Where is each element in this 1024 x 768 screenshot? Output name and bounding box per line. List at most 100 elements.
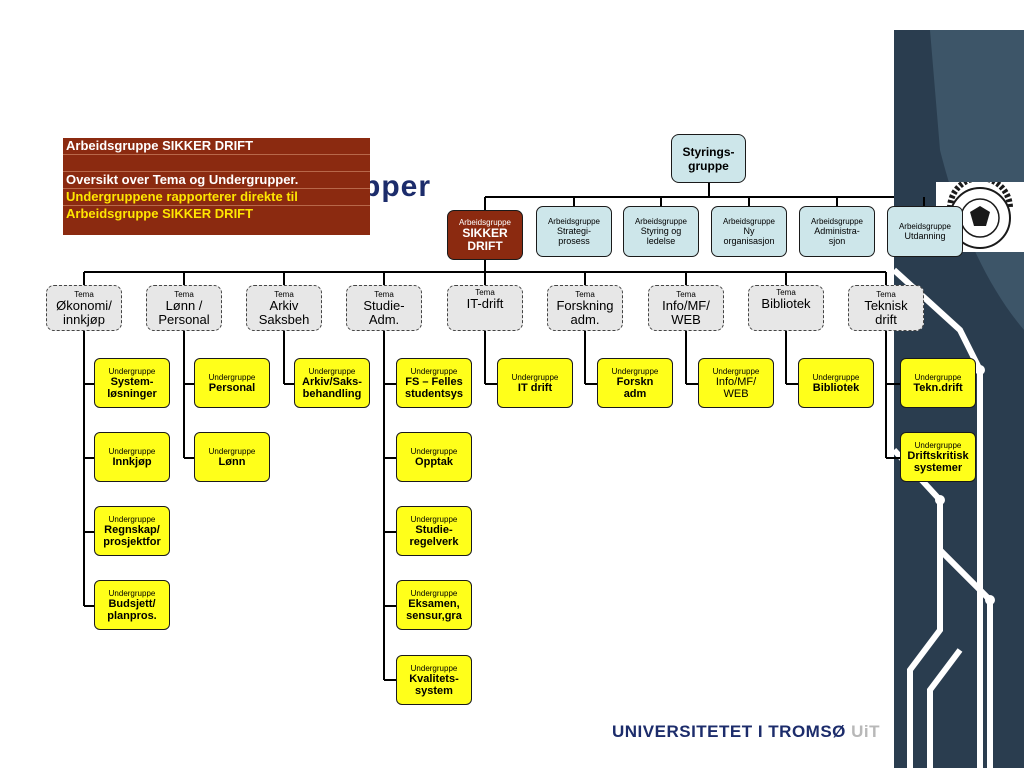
subgroup-caption: Undergruppe [108, 588, 156, 598]
workgroup-caption: Arbeidsgruppe [898, 222, 952, 231]
subgroup-caption: Undergruppe [410, 663, 458, 673]
footer-university-name: UNIVERSITETET I TROMSØ [612, 722, 846, 741]
subgroup-label: Opptak [415, 455, 453, 468]
subgroup-caption: Undergruppe [611, 366, 659, 376]
university-footer-logo: UNIVERSITETET I TROMSØ UiT [612, 722, 880, 742]
workgroup-sikker-drift: Arbeidsgruppe SIKKER DRIFT [447, 210, 523, 260]
theme-caption: Tema [374, 289, 394, 299]
workgroup-label: Styring og ledelse [640, 226, 682, 246]
theme-caption: Tema [676, 289, 696, 299]
subgroup-lonn: Undergruppe Lønn [194, 432, 270, 482]
info-line-2 [63, 155, 370, 172]
workgroup-strategiprosess: Arbeidsgruppe Strategi- prosess [536, 206, 612, 257]
subgroup-label: Innkjøp [112, 455, 152, 468]
subgroup-label: Eksamen, sensur,gra [406, 597, 462, 622]
workgroup-utdanning: Arbeidsgruppe Utdanning [887, 206, 963, 257]
theme-teknisk-drift: Tema Teknisk drift [848, 285, 924, 331]
subgroup-info-mf-web: Undergruppe Info/MF/ WEB [698, 358, 774, 408]
workgroup-caption: Arbeidsgruppe [722, 217, 776, 226]
theme-caption: Tema [74, 289, 94, 299]
theme-label: Lønn / Personal [158, 297, 210, 327]
workgroup-caption: Arbeidsgruppe [810, 217, 864, 226]
theme-label: Økonomi/ innkjøp [56, 297, 112, 327]
subgroup-opptak: Undergruppe Opptak [396, 432, 472, 482]
subgroup-caption: Undergruppe [812, 372, 860, 382]
steering-group-label: Styrings- gruppe [682, 144, 735, 173]
subgroup-label: Studie- regelverk [409, 523, 459, 548]
subgroup-label: IT drift [517, 381, 553, 394]
theme-caption: Tema [575, 289, 595, 299]
subgroup-regnskap: Undergruppe Regnskap/ prosjektfor [94, 506, 170, 556]
subgroup-caption: Undergruppe [308, 366, 356, 376]
theme-forskning: Tema Forskning adm. [547, 285, 623, 331]
subgroup-personal: Undergruppe Personal [194, 358, 270, 408]
subgroup-caption: Undergruppe [108, 366, 156, 376]
theme-caption: Tema [174, 289, 194, 299]
theme-label: Forskning adm. [556, 297, 614, 327]
theme-caption: Tema [274, 289, 294, 299]
subgroup-caption: Undergruppe [511, 372, 559, 382]
footer-uit: UiT [851, 722, 881, 741]
subgroup-label: Info/MF/ WEB [715, 375, 757, 400]
subgroup-label: Budsjett/ planpros. [107, 597, 157, 622]
subgroup-bibliotek: Undergruppe Bibliotek [798, 358, 874, 408]
subgroup-label: Bibliotek [812, 381, 860, 394]
workgroup-caption: Arbeidsgruppe [634, 217, 688, 226]
info-box: Arbeidsgruppe SIKKER DRIFT Oversikt over… [63, 138, 370, 235]
subgroup-tekn-drift: Undergruppe Tekn.drift [900, 358, 976, 408]
subgroup-it-drift: Undergruppe IT drift [497, 358, 573, 408]
theme-lonn-personal: Tema Lønn / Personal [146, 285, 222, 331]
workgroup-label: SIKKER DRIFT [462, 225, 508, 253]
subgroup-label: Kvalitets- system [409, 672, 459, 697]
subgroup-caption: Undergruppe [108, 514, 156, 524]
subgroup-caption: Undergruppe [914, 372, 962, 382]
subgroup-studieregelverk: Undergruppe Studie- regelverk [396, 506, 472, 556]
info-line-1: Arbeidsgruppe SIKKER DRIFT [63, 138, 370, 155]
theme-bibliotek: Tema Bibliotek [748, 285, 824, 331]
subgroup-label: Driftskritisk systemer [907, 449, 969, 474]
subgroup-label: Forskn adm [616, 375, 654, 400]
theme-label: IT-drift [466, 296, 504, 311]
subgroup-label: Lønn [218, 455, 246, 468]
workgroup-label: Ny organisasjon [723, 226, 775, 246]
subgroup-arkiv-saksbehandling: Undergruppe Arkiv/Saks- behandling [294, 358, 370, 408]
subgroup-label: Arkiv/Saks- behandling [302, 375, 362, 400]
subgroup-caption: Undergruppe [208, 446, 256, 456]
theme-caption: Tema [475, 288, 495, 297]
subgroup-fs: Undergruppe FS – Felles studentsys [396, 358, 472, 408]
workgroup-label: Utdanning [904, 231, 946, 241]
subgroup-caption: Undergruppe [108, 446, 156, 456]
theme-arkiv: Tema Arkiv Saksbeh [246, 285, 322, 331]
subgroup-caption: Undergruppe [410, 514, 458, 524]
subgroup-label: FS – Felles studentsys [404, 375, 464, 400]
workgroup-administrasjon: Arbeidsgruppe Administra- sjon [799, 206, 875, 257]
subgroup-caption: Undergruppe [712, 366, 760, 376]
steering-group-box: Styrings- gruppe [671, 134, 746, 183]
subgroup-eksamen: Undergruppe Eksamen, sensur,gra [396, 580, 472, 630]
subgroup-caption: Undergruppe [410, 366, 458, 376]
workgroup-caption: Arbeidsgruppe [458, 217, 512, 227]
subgroup-label: Regnskap/ prosjektfor [103, 523, 161, 548]
info-line-4: Undergruppene rapporterer direkte til [63, 189, 370, 206]
theme-label: Bibliotek [761, 296, 811, 311]
subgroup-label: Personal [208, 381, 256, 394]
workgroup-ny-organisasjon: Arbeidsgruppe Ny organisasjon [711, 206, 787, 257]
workgroup-styring-ledelse: Arbeidsgruppe Styring og ledelse [623, 206, 699, 257]
workgroup-caption: Arbeidsgruppe [547, 217, 601, 226]
theme-it-drift: Tema IT-drift [447, 285, 523, 331]
subgroup-label: System- løsninger [107, 375, 157, 400]
subgroup-label: Tekn.drift [913, 381, 963, 394]
workgroup-label: Administra- sjon [814, 226, 860, 246]
subgroup-driftskritisk: Undergruppe Driftskritisk systemer [900, 432, 976, 482]
slide-title-fragment: pper [362, 170, 432, 203]
subgroup-systemlosninger: Undergruppe System- løsninger [94, 358, 170, 408]
subgroup-forskn-adm: Undergruppe Forskn adm [597, 358, 673, 408]
subgroup-caption: Undergruppe [410, 588, 458, 598]
info-line-3: Oversikt over Tema og Undergrupper. [63, 172, 370, 189]
info-line-5: Arbeidsgruppe SIKKER DRIFT [66, 206, 254, 221]
subgroup-caption: Undergruppe [410, 446, 458, 456]
subgroup-caption: Undergruppe [914, 440, 962, 450]
theme-info-mf-web: Tema Info/MF/ WEB [648, 285, 724, 331]
